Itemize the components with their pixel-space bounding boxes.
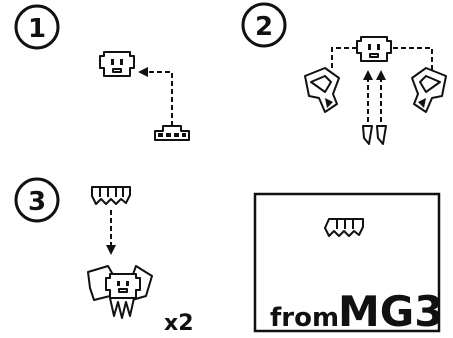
head-part-icon [356,36,392,62]
step-1-number: 1 [28,14,46,44]
step-2-arrowhead-right [376,70,386,80]
step-2-badge: 2 [241,2,287,48]
step-2: 2 [241,2,447,145]
source-box: from MG3 [253,192,444,336]
connector-plug-icon [154,125,190,141]
step-1-circle [14,4,60,50]
step-3-badge: 3 [14,177,60,223]
step-3-circle [14,177,60,223]
step-3: 3 x2 [14,177,194,336]
step-1: 1 [14,4,190,141]
assembled-head-with-skirt-icon [87,265,153,319]
leg-spike-part-icon [376,125,387,145]
skirt-armor-part-icon [304,67,340,113]
quantity-label: x2 [164,311,194,336]
source-model-label: MG3 [338,287,444,336]
step-2-number: 2 [255,12,273,42]
head-part-icon [99,51,135,77]
skirt-armor-part-icon [411,67,447,113]
step-1-badge: 1 [14,4,60,50]
chest-armor-part-icon [324,218,364,237]
step-1-arrowhead [138,67,148,77]
leg-spike-part-icon [362,125,373,145]
source-box-frame [253,192,441,333]
step-3-arrowhead [106,245,116,255]
source-from-label: from [270,303,339,333]
step-2-circle [241,2,287,48]
step-1-connector-line [146,71,173,126]
step-3-number: 3 [28,187,46,217]
hand-part-icon [91,186,131,205]
step-2-right-line [393,47,433,70]
step-2-arrowhead-left [363,70,373,80]
step-2-left-line [331,47,357,70]
